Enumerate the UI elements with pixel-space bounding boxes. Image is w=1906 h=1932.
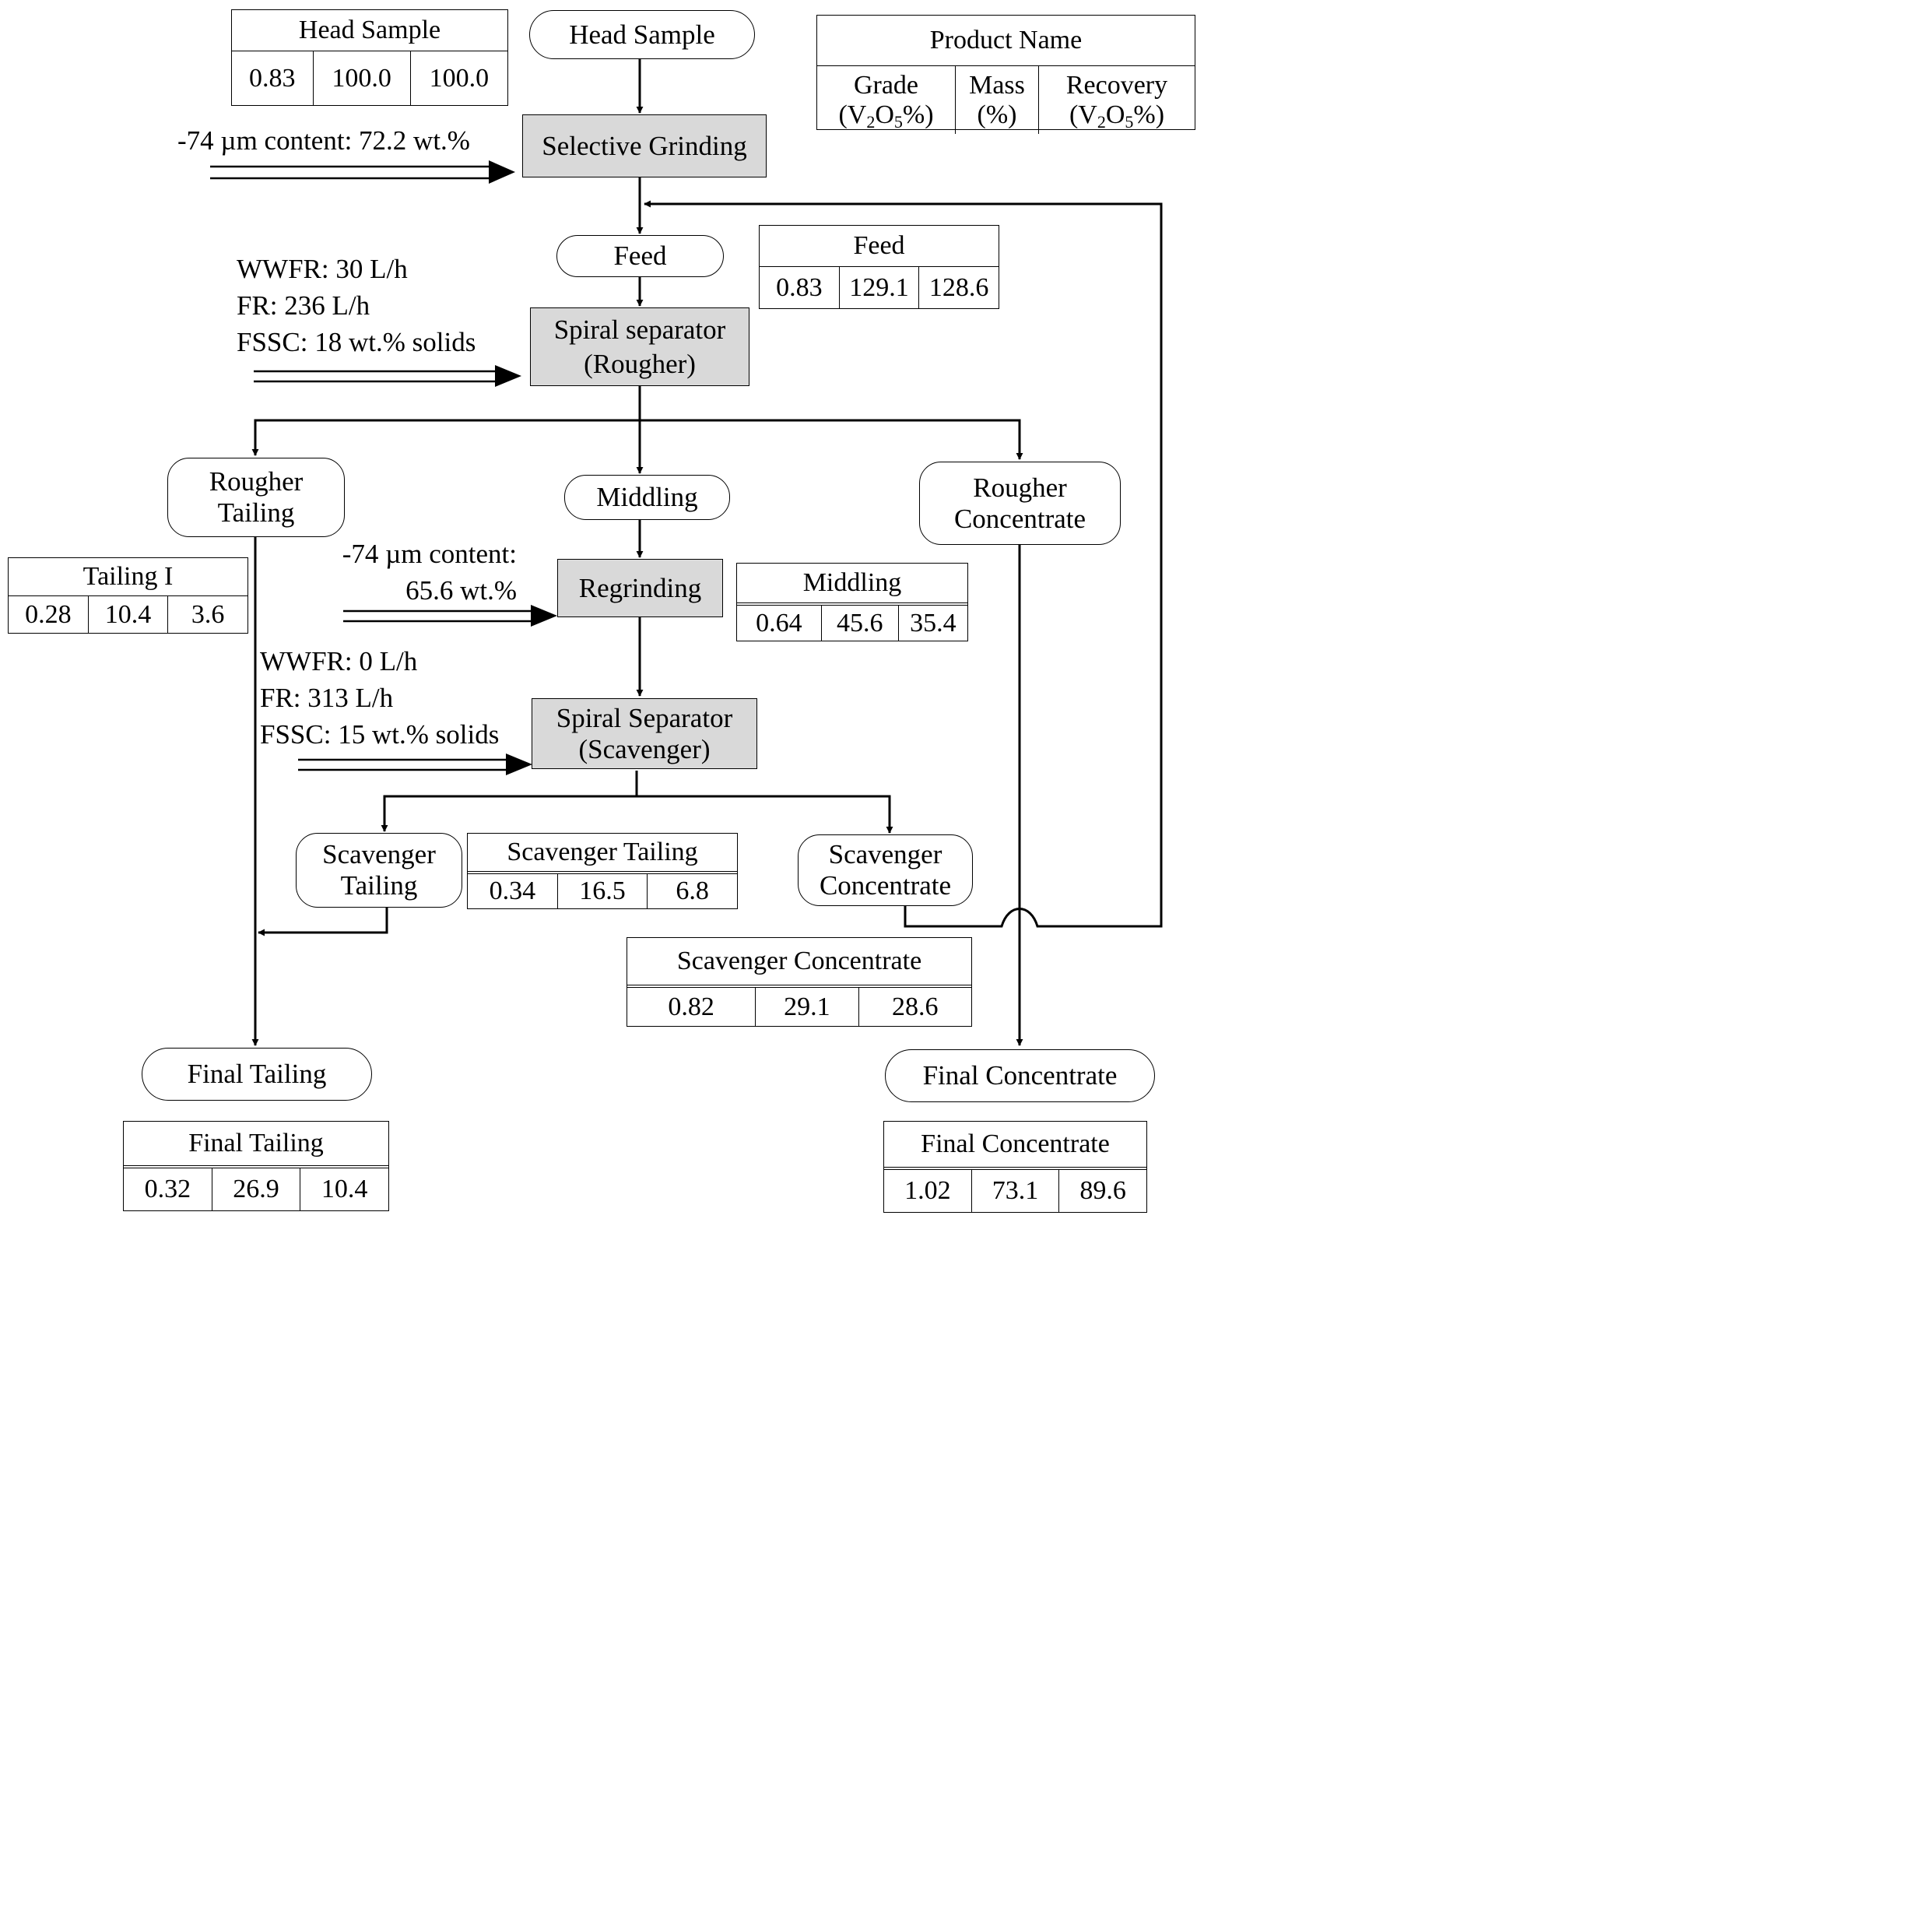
cell-recovery: 3.6 (167, 596, 247, 633)
cell-grade: 0.82 (668, 992, 714, 1021)
arrow-rougher-to-concentrate (640, 419, 1023, 460)
cell-mass: 73.1 (971, 1170, 1059, 1212)
legend-col-grade: Grade (V2O5%) (817, 66, 955, 134)
table-title: Feed (760, 226, 999, 267)
arrow-scavenger-tailing-merge (258, 908, 388, 936)
node-selective-grinding: Selective Grinding (522, 114, 767, 177)
cell-grade: 0.34 (489, 876, 536, 905)
node-regrinding: Regrinding (557, 559, 723, 617)
table-final-concentrate: Final Concentrate 1.02 73.1 89.6 (883, 1121, 1147, 1213)
cell-mass: 100.0 (312, 51, 410, 105)
rougher-fr: FR: 236 L/h (237, 290, 370, 321)
legend-mass-label: Mass (969, 70, 1025, 100)
node-final-concentrate: Final Concentrate (885, 1049, 1155, 1102)
cell-mass: 10.4 (87, 596, 168, 633)
cell-recovery: 35.4 (897, 606, 967, 641)
cell-grade: 1.02 (904, 1176, 951, 1205)
node-scavenger-concentrate: Scavenger Concentrate (798, 834, 973, 906)
cell-recovery: 100.0 (409, 51, 507, 105)
legend-mass-unit: (%) (977, 100, 1017, 129)
node-spiral-scavenger: Spiral Separator (Scavenger) (532, 698, 757, 769)
arrow-scavenger-concentrate-recycle (644, 200, 1163, 928)
legend-table: Product Name Grade (V2O5%) Mass (%) Reco… (816, 15, 1195, 134)
condition-rougher: WWFR: 30 L/h FR: 236 L/h FSSC: 18 wt.% s… (237, 251, 476, 360)
table-title: Final Tailing (124, 1122, 388, 1168)
table-title: Scavenger Tailing (468, 834, 737, 874)
rougher-fssc: FSSC: 18 wt.% solids (237, 327, 476, 357)
legend-col-recovery: Recovery (V2O5%) (1038, 66, 1195, 134)
legend-title: Product Name (817, 16, 1195, 66)
cell-recovery: 28.6 (858, 988, 971, 1026)
legend-grade-unit: (V2O5%) (838, 100, 934, 132)
input-arrowhead-rougher (495, 365, 521, 387)
node-middling: Middling (564, 475, 730, 520)
condition-scavenger: WWFR: 0 L/h FR: 313 L/h FSSC: 15 wt.% so… (260, 643, 499, 753)
arrow-scavenger-to-concentrate (637, 795, 893, 834)
regrind-line1: -74 µm content: (342, 539, 517, 569)
input-arrowhead-scavenger (506, 753, 532, 775)
node-scavenger-tailing: Scavenger Tailing (296, 833, 462, 908)
table-final-tailing: Final Tailing 0.32 26.9 10.4 (123, 1121, 389, 1211)
node-rougher-concentrate: Rougher Concentrate (919, 462, 1121, 545)
condition-grinding: -74 µm content: 72.2 wt.% (177, 125, 470, 156)
cell-recovery: 6.8 (647, 874, 737, 908)
cell-recovery: 89.6 (1058, 1170, 1146, 1212)
table-feed: Feed 0.83 129.1 128.6 (759, 225, 999, 309)
table-title: Tailing I (9, 558, 247, 596)
legend-recovery-label: Recovery (1065, 70, 1168, 100)
cell-recovery: 128.6 (918, 267, 999, 308)
scavenger-fssc: FSSC: 15 wt.% solids (260, 719, 500, 750)
flowsheet-diagram: Product Name Grade (V2O5%) Mass (%) Reco… (0, 0, 1206, 1222)
node-head-sample: Head Sample (529, 10, 755, 59)
input-arrowhead-grinding (489, 160, 515, 184)
cell-mass: 26.9 (211, 1168, 300, 1210)
table-title: Final Concentrate (884, 1122, 1146, 1170)
node-rougher-tailing: Rougher Tailing (167, 458, 345, 537)
flow-lines (210, 59, 1163, 1046)
scavenger-fr: FR: 313 L/h (260, 683, 394, 713)
table-scavenger-concentrate: Scavenger Concentrate 0.82 29.1 28.6 (627, 937, 972, 1027)
rougher-wwfr: WWFR: 30 L/h (237, 254, 408, 284)
cell-mass: 29.1 (755, 988, 858, 1026)
table-title: Scavenger Concentrate (627, 938, 971, 988)
cell-mass: 16.5 (556, 874, 648, 908)
table-title: Head Sample (232, 10, 507, 51)
node-spiral-rougher: Spiral separator (Rougher) (530, 307, 749, 386)
table-head-sample: Head Sample 0.83 100.0 100.0 (231, 9, 508, 106)
cell-grade: 0.64 (756, 608, 802, 638)
input-arrowhead-regrind (531, 605, 557, 627)
legend-col-mass: Mass (%) (955, 66, 1038, 134)
legend-recovery-unit: (V2O5%) (1069, 100, 1165, 132)
scavenger-wwfr: WWFR: 0 L/h (260, 646, 418, 676)
condition-regrind: -74 µm content: 65.6 wt.% (321, 536, 517, 609)
cell-recovery: 10.4 (300, 1168, 388, 1210)
cell-grade: 0.28 (25, 599, 72, 629)
table-scavenger-tailing: Scavenger Tailing 0.34 16.5 6.8 (467, 833, 738, 909)
cell-mass: 45.6 (820, 606, 898, 641)
cell-grade: 0.83 (249, 63, 296, 93)
cell-grade: 0.83 (776, 272, 823, 302)
arrow-rougher-to-tailing (251, 419, 640, 456)
cell-mass: 129.1 (838, 267, 919, 308)
table-middling: Middling 0.64 45.6 35.4 (736, 563, 968, 641)
arrow-scavenger-to-tailing (381, 771, 638, 832)
cell-grade: 0.32 (144, 1175, 191, 1203)
node-final-tailing: Final Tailing (142, 1048, 372, 1101)
table-title: Middling (737, 564, 967, 606)
table-tailing-1: Tailing I 0.28 10.4 3.6 (8, 557, 248, 634)
node-feed: Feed (556, 235, 724, 277)
legend-grade-label: Grade (853, 70, 919, 100)
regrind-line2: 65.6 wt.% (405, 575, 517, 606)
